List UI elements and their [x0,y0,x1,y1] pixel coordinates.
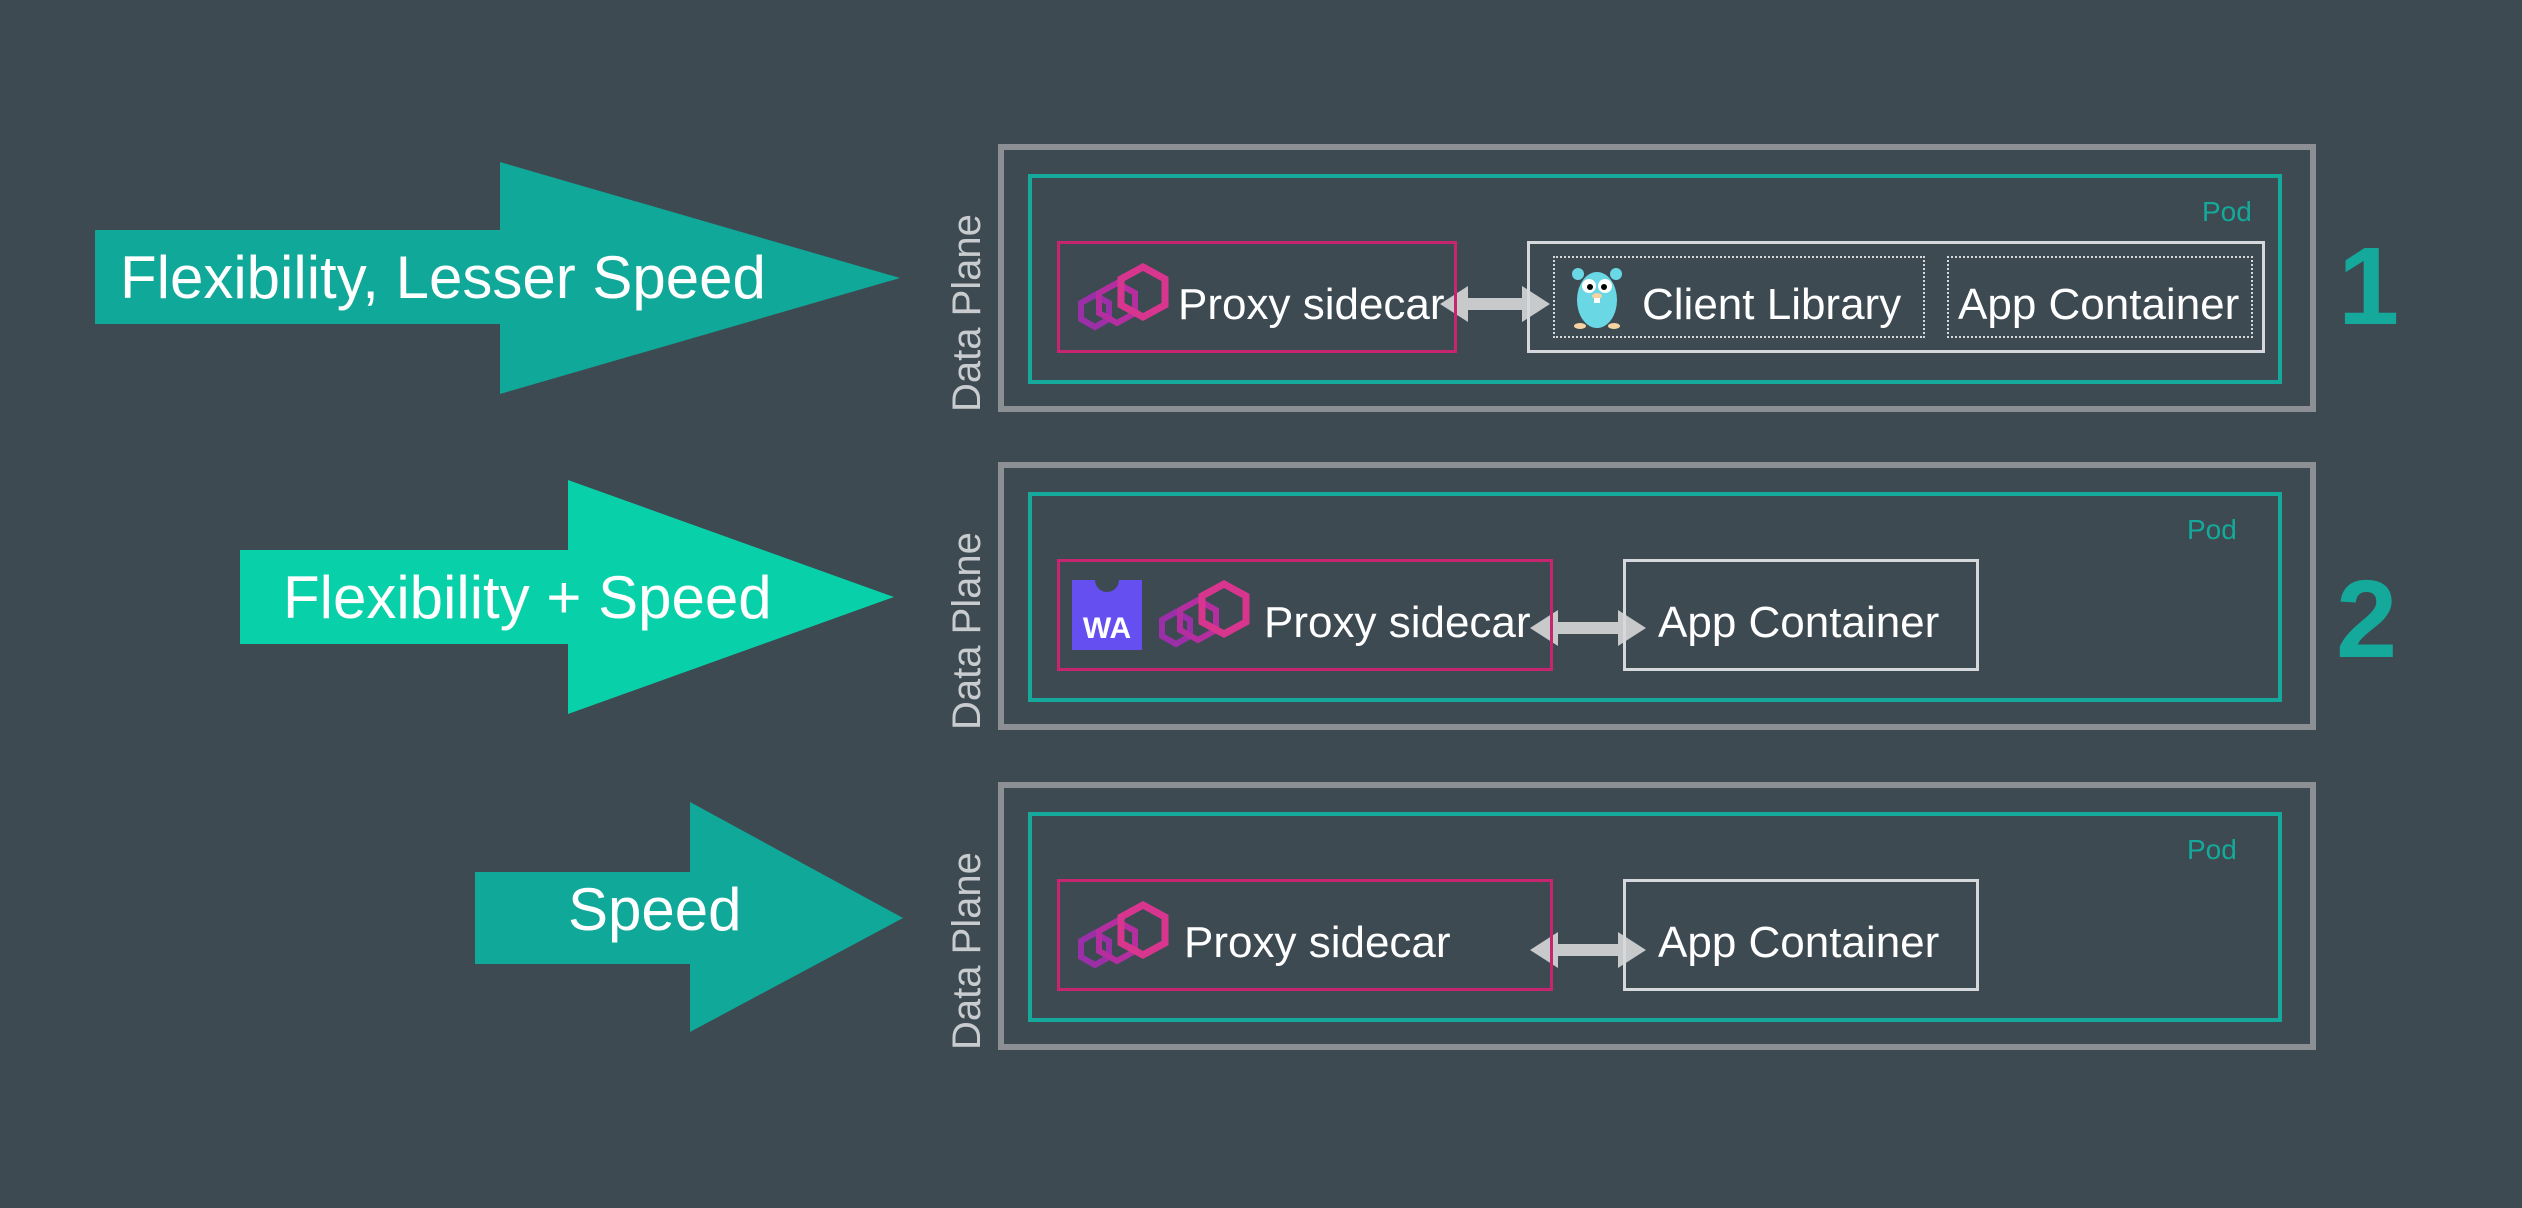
data-plane-label-1: Data Plane [945,214,989,412]
proxy-sidecar-box-3 [1057,879,1553,991]
arrow-label-3: Speed [568,876,742,943]
arrow-flexibility-speed [240,480,894,714]
envoy-hex-icon [1078,263,1169,331]
row-number-2: 2 [2336,558,2398,681]
arrow-label-1: Flexibility, Lesser Speed [120,244,766,311]
webassembly-badge-text: WA [1082,612,1132,645]
envoy-hex-icon [1078,901,1169,969]
proxy-sidecar-box-1 [1057,241,1457,353]
go-gopher-icon [1572,268,1622,329]
app-container-label-3: App Container [1658,918,1940,967]
pod-label-2: Pod [2187,514,2237,545]
pod-box-3 [1028,812,2282,1022]
app-container-box-3 [1623,879,1979,991]
app-container-label-1: App Container [1958,280,2240,329]
data-plane-box-2 [998,462,2316,730]
app-container-group-1 [1527,241,2265,353]
client-library-label: Client Library [1642,280,1902,329]
pod-box-1 [1028,174,2282,384]
data-plane-label-3: Data Plane [945,852,989,1050]
envoy-hex-icon [1159,580,1250,648]
connector-row-2 [1530,610,1646,646]
proxy-sidecar-label-1: Proxy sidecar [1178,280,1445,329]
client-library-box [1553,256,1925,338]
connector-row-1 [1440,286,1550,322]
app-container-label-2: App Container [1658,598,1940,647]
row-number-1: 1 [2338,225,2400,348]
proxy-sidecar-box-2 [1057,559,1553,671]
app-container-box-1 [1947,256,2253,338]
data-plane-box-3 [998,782,2316,1050]
app-container-box-2 [1623,559,1979,671]
pod-box-2 [1028,492,2282,702]
arrow-flexibility-lesser-speed [95,162,900,394]
proxy-sidecar-label-3: Proxy sidecar [1184,918,1451,967]
arrow-speed [475,802,903,1032]
pod-label-1: Pod [2202,196,2252,227]
webassembly-icon: WA [1072,580,1142,650]
pod-label-3: Pod [2187,834,2237,865]
arrow-label-2: Flexibility + Speed [283,564,772,631]
connector-row-3 [1530,932,1646,968]
proxy-sidecar-label-2: Proxy sidecar [1264,598,1531,647]
data-plane-box-1 [998,144,2316,412]
data-plane-label-2: Data Plane [945,532,989,730]
